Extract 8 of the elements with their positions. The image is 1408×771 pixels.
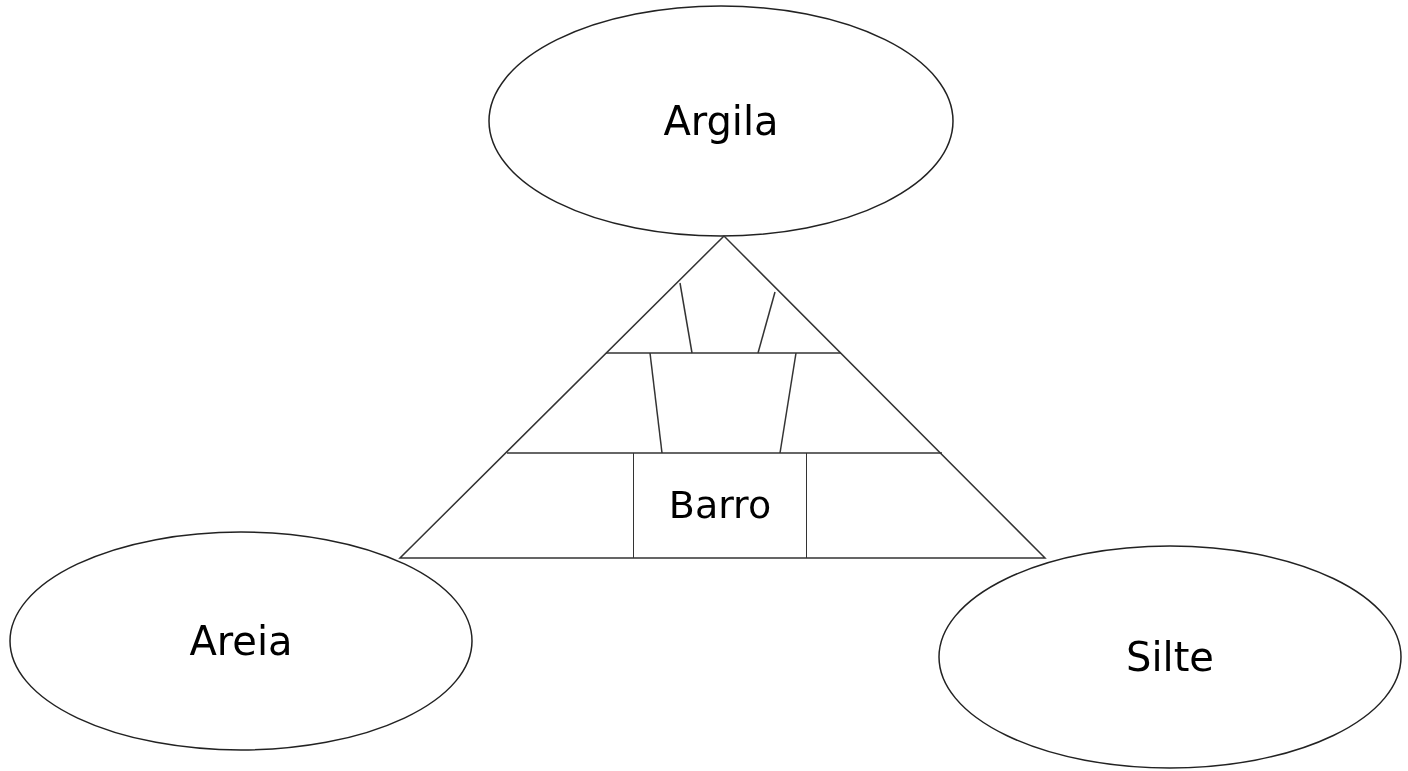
node-label: Barro [668,482,772,529]
ellipse-node [938,545,1402,769]
node-label: Argila [663,97,779,146]
ellipse-node [488,5,954,237]
node-label: Silte [1126,633,1214,682]
node-label: Areia [189,617,293,666]
ellipse-node [9,531,473,751]
triangle-cell [633,453,807,558]
